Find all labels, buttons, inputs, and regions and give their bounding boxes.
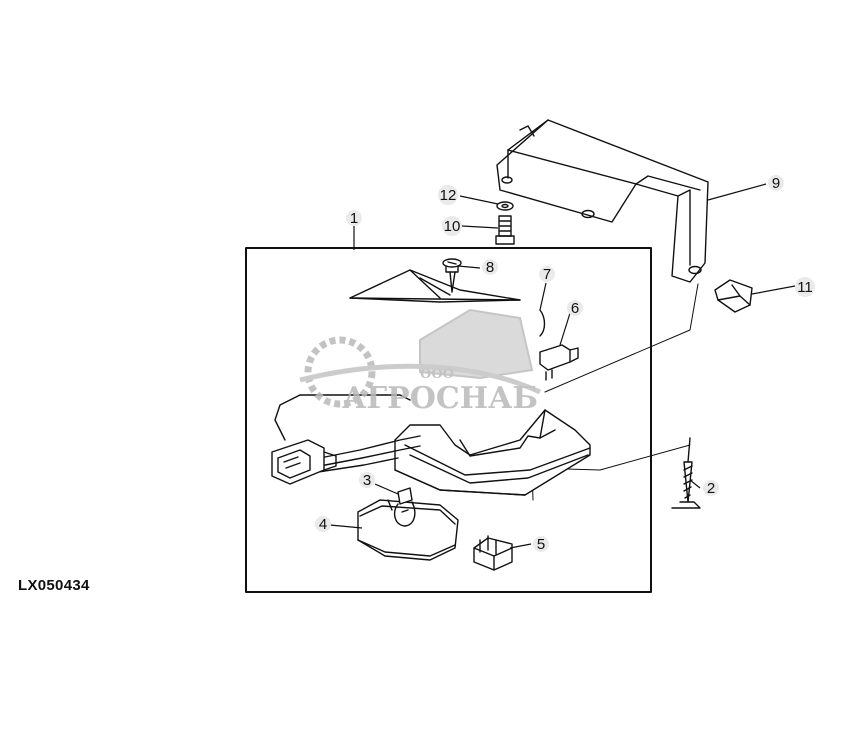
svg-text:5: 5 — [537, 536, 545, 553]
watermark-small-text: ООО — [420, 367, 454, 382]
watermark-gear-icon — [304, 336, 376, 408]
callout-2: 2 — [703, 480, 719, 497]
assembly-frame — [245, 247, 652, 593]
spring-clip — [539, 309, 546, 337]
svg-text:3: 3 — [363, 472, 371, 489]
callout-4: 4 — [315, 516, 331, 533]
wiring-harness — [274, 394, 421, 473]
lamp-housing — [394, 409, 591, 496]
callout-10: 10 — [442, 216, 462, 236]
svg-text:6: 6 — [571, 300, 579, 317]
svg-text:8: 8 — [486, 259, 494, 276]
svg-text:12: 12 — [440, 187, 457, 204]
lens-screw — [442, 258, 462, 293]
wood-screw — [671, 437, 701, 509]
callout-1: 1 — [346, 210, 362, 227]
watermark-brand-text: АГРОСНАБ — [342, 381, 538, 416]
bolt — [495, 215, 515, 245]
callout-9: 9 — [768, 175, 784, 192]
lamp-switch — [539, 344, 579, 381]
watermark-harvester-icon — [419, 308, 534, 380]
callout-6: 6 — [567, 300, 583, 317]
washer — [496, 201, 514, 211]
svg-text:11: 11 — [797, 279, 813, 296]
figure-reference-code: LX050434 — [18, 577, 90, 594]
callout-8: 8 — [482, 259, 498, 276]
svg-text:7: 7 — [543, 266, 551, 283]
rocker-switch — [473, 535, 513, 571]
lens-cover — [349, 269, 521, 303]
callout-12: 12 — [438, 185, 458, 205]
reflector — [357, 499, 459, 561]
svg-text:2: 2 — [707, 480, 715, 497]
mounting-bracket — [496, 119, 709, 283]
callout-5: 5 — [533, 536, 549, 553]
svg-text:4: 4 — [319, 516, 327, 533]
bulb — [393, 487, 416, 527]
callout-3: 3 — [359, 472, 375, 489]
svg-text:9: 9 — [772, 175, 780, 192]
callout-7: 7 — [539, 266, 555, 283]
svg-text:10: 10 — [444, 218, 461, 235]
callout-11: 11 — [795, 277, 815, 297]
svg-text:1: 1 — [350, 210, 358, 227]
watermark: ООО АГРОСНАБ — [299, 308, 542, 416]
clip-nut — [714, 279, 753, 313]
connector-plug — [271, 439, 337, 485]
callout-group: 1 2 3 4 5 6 7 8 — [315, 175, 815, 553]
